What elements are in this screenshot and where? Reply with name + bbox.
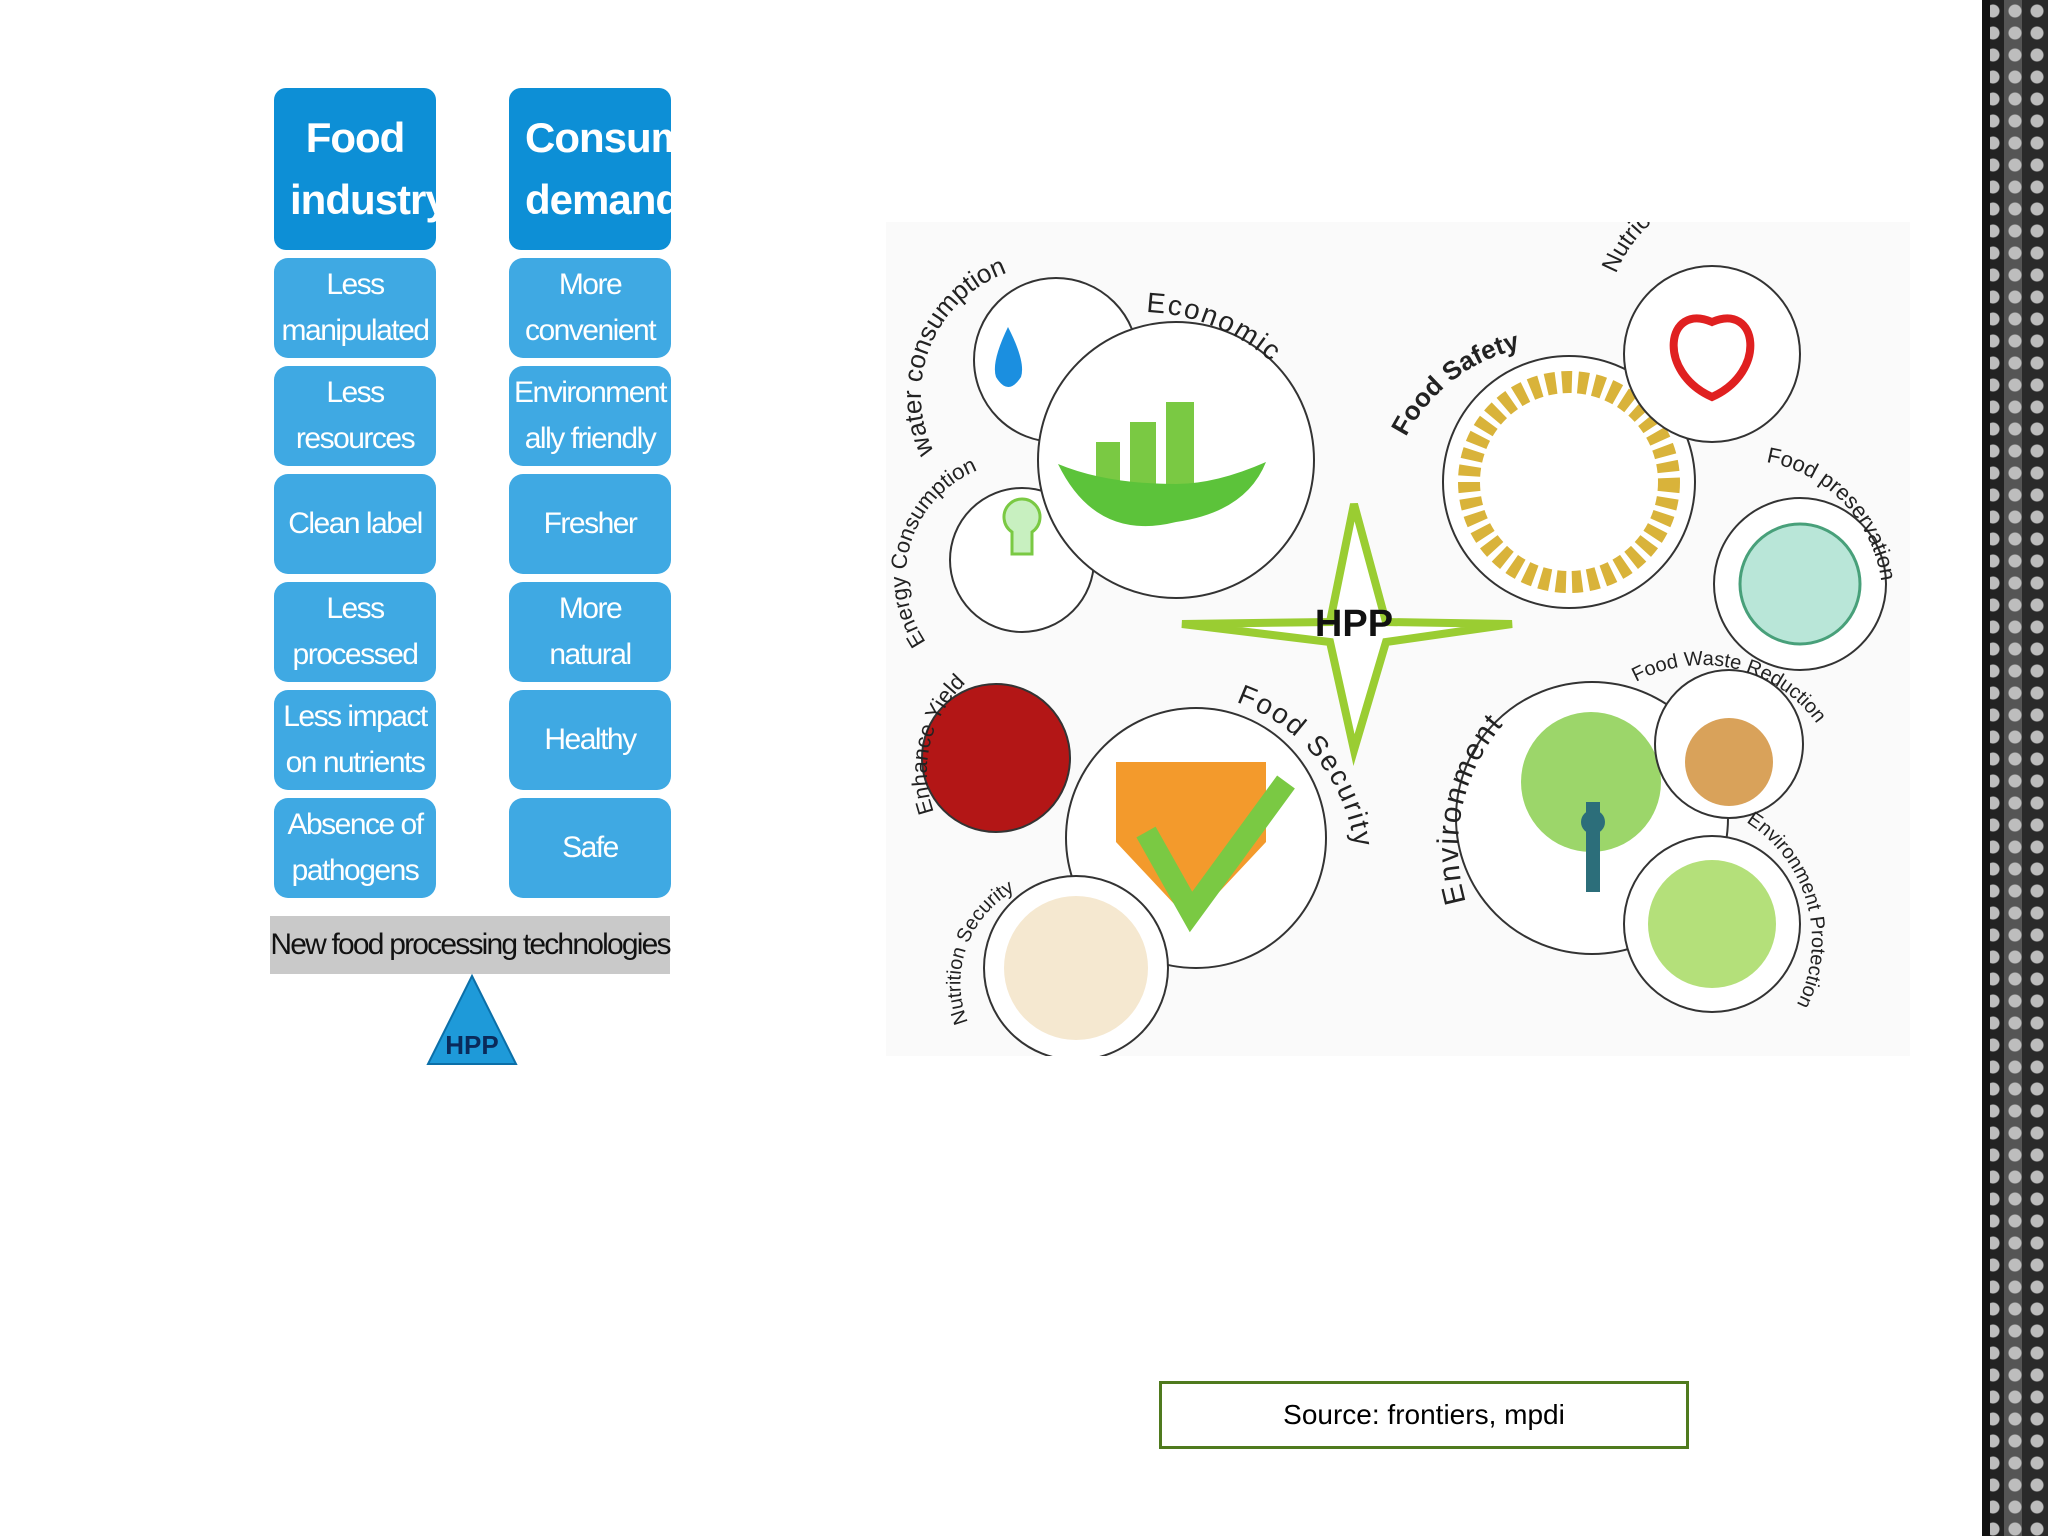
technologies-band: New food processing technologies (270, 916, 671, 974)
consumer-demand-item: Safe (509, 798, 671, 898)
enhance-yield-circle (921, 683, 1071, 833)
tree-icon (1521, 712, 1661, 892)
right-figure: water consumption Energy Consumption Eco… (886, 168, 1910, 1061)
food-industry-item: Clean label (274, 474, 436, 574)
nutrional-circle (1623, 265, 1801, 443)
apple-icon (1669, 314, 1755, 402)
protection-icon (1648, 860, 1776, 988)
hpp-triangle-label: HPP (445, 1030, 498, 1060)
economic-icon (1058, 402, 1266, 527)
consumer-demand-item: Healthy (509, 690, 671, 790)
vegetables-icon (1004, 896, 1148, 1040)
food-security-icon (1116, 762, 1295, 933)
wheat-wreath-icon (1458, 371, 1680, 593)
consumer-demand-item: Fresher (509, 474, 671, 574)
bulb-icon (1002, 497, 1042, 556)
hpp-triangle: HPP (426, 973, 518, 1065)
hpp-center-label: HPP (1315, 603, 1393, 645)
hpp-benefits-diagram: water consumption Energy Consumption Eco… (886, 168, 1901, 1061)
source-text: Source: frontiers, mpdi (1283, 1399, 1565, 1430)
source-box: Source: frontiers, mpdi (1159, 1381, 1689, 1449)
hpp-star (1181, 502, 1513, 766)
preservation-icon (1738, 522, 1862, 646)
water-drop-icon (994, 327, 1023, 387)
waste-icon (1685, 718, 1773, 806)
decorative-border-strip (1982, 0, 2048, 1536)
